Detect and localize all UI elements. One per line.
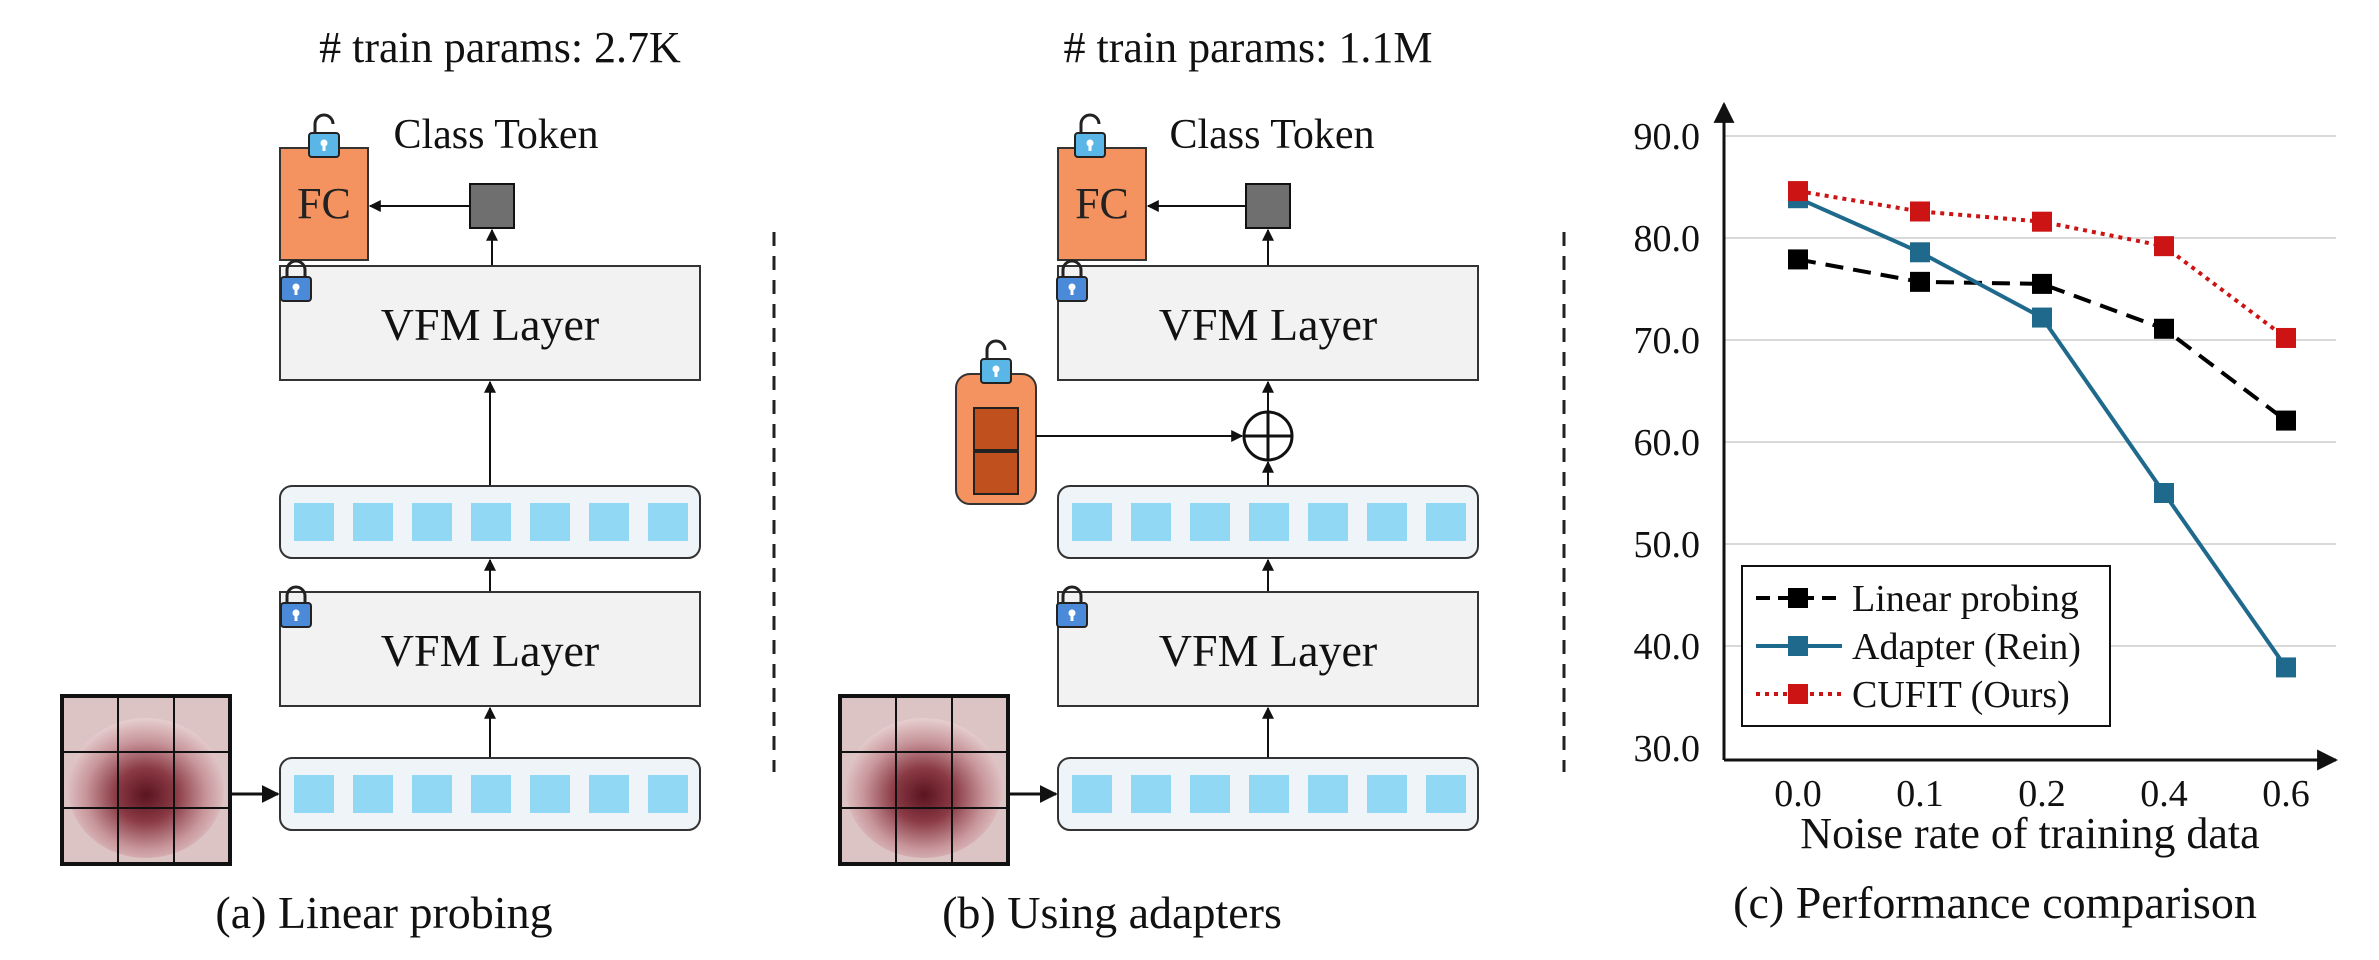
data-point (2032, 307, 2052, 328)
data-point (2032, 211, 2052, 232)
token-square (530, 775, 570, 813)
panel-b-caption: (b) Using adapters (942, 887, 1282, 938)
data-point (2276, 327, 2296, 348)
token-square (589, 503, 629, 541)
data-point (1910, 271, 1930, 292)
token-square (1072, 775, 1112, 813)
token-square (353, 775, 393, 813)
token-square (412, 503, 452, 541)
token-square (1426, 775, 1466, 813)
panel-a-fc-box (279, 147, 369, 261)
token-square (1131, 775, 1171, 813)
panel-a-fc-label: FC (297, 179, 351, 228)
legend-label-adapter: Adapter (Rein) (1852, 626, 2081, 668)
panel-b-vfm-layer-top-label: VFM Layer (1159, 299, 1377, 350)
x-tick-label: 0.6 (2262, 773, 2310, 815)
plus-circle-icon (1242, 410, 1294, 462)
panel-a-class-token-label: Class Token (393, 112, 598, 158)
chart-legend: Linear probing Adapter (Rein) CUFIT (Our… (1741, 565, 2111, 727)
x-tick-labels: 0.0 0.1 0.2 0.4 0.6 (1774, 773, 2310, 815)
legend-label-cufit: CUFIT (Ours) (1852, 674, 2070, 716)
token-square (648, 775, 688, 813)
x-tick-label: 0.2 (2018, 773, 2066, 815)
data-point (2276, 410, 2296, 431)
x-tick-label: 0.0 (1774, 773, 1822, 815)
panel-a-vfm-layer-top (279, 265, 701, 381)
token-square (353, 503, 393, 541)
token-square (1308, 503, 1348, 541)
legend-label-linear: Linear probing (1852, 578, 2079, 620)
panel-b-class-token (1245, 183, 1291, 229)
y-tick-label: 40.0 (1634, 626, 1701, 668)
panel-b-vfm-layer-bottom (1057, 591, 1479, 707)
data-point (1910, 242, 1930, 263)
unlock-icon (307, 113, 341, 159)
token-square (530, 503, 570, 541)
token-square (1308, 775, 1348, 813)
panel-linear-probing: # train params: 2.7K FC Class Token VFM … (60, 23, 701, 938)
panel-a-tokens-lower (294, 775, 688, 813)
panel-b-vfm-layer-top (1057, 265, 1479, 381)
token-square (1367, 775, 1407, 813)
panel-b-fc-label: FC (1075, 179, 1129, 228)
y-tick-label: 90.0 (1634, 116, 1701, 158)
token-square (471, 503, 511, 541)
data-point (2032, 273, 2052, 294)
token-square (589, 775, 629, 813)
y-tick-label: 50.0 (1634, 524, 1701, 566)
panel-using-adapters: # train params: 1.1M FC Class Token VFM … (838, 23, 1479, 938)
panel-b-vfm-layer-bottom-label: VFM Layer (1159, 625, 1377, 676)
y-tick-labels: 30.0 40.0 50.0 60.0 70.0 80.0 90.0 (1634, 116, 1701, 770)
panel-a-caption: (a) Linear probing (215, 887, 552, 938)
skin-lesion-image (60, 694, 232, 866)
token-square (648, 503, 688, 541)
token-square (1249, 503, 1289, 541)
y-tick-label: 80.0 (1634, 218, 1701, 260)
panel-b-params: # train params: 1.1M (1063, 23, 1432, 72)
panel-b-tokens-lower (1072, 775, 1466, 813)
panel-a-params: # train params: 2.7K (319, 23, 681, 72)
panel-a-vfm-layer-bottom (279, 591, 701, 707)
adapter-module (955, 373, 1037, 505)
token-square (1367, 503, 1407, 541)
panel-b-fc-box (1057, 147, 1147, 261)
token-square (1249, 775, 1289, 813)
panel-a-class-token (469, 183, 515, 229)
panel-a-vfm-layer-top-label: VFM Layer (381, 299, 599, 350)
y-tick-label: 60.0 (1634, 422, 1701, 464)
y-tick-label: 30.0 (1634, 728, 1701, 770)
data-point (2154, 236, 2174, 257)
token-square (1131, 503, 1171, 541)
panel-b-class-token-label: Class Token (1169, 112, 1374, 158)
y-tick-label: 70.0 (1634, 320, 1701, 362)
token-square (294, 775, 334, 813)
token-square (412, 775, 452, 813)
x-axis-title: Noise rate of training data (1800, 809, 2259, 858)
skin-lesion-image (838, 694, 1010, 866)
token-square (294, 503, 334, 541)
series-line-0 (1797, 257, 2288, 423)
data-point (1788, 249, 1808, 270)
token-square (471, 775, 511, 813)
chart-series (1788, 181, 2296, 678)
data-point (2154, 483, 2174, 503)
x-tick-label: 0.1 (1896, 773, 1944, 815)
panel-a-vfm-layer-bottom-label: VFM Layer (381, 625, 599, 676)
x-tick-label: 0.4 (2140, 773, 2188, 815)
panel-c-caption: (c) Performance comparison (1733, 877, 2257, 928)
data-point (1910, 201, 1930, 222)
token-square (1190, 775, 1230, 813)
token-square (1072, 503, 1112, 541)
token-square (1426, 503, 1466, 541)
panel-a-tokens-upper (294, 503, 688, 541)
data-point (2154, 318, 2174, 339)
data-point (1788, 181, 1808, 202)
token-square (1190, 503, 1230, 541)
unlock-icon (1073, 113, 1107, 159)
data-point (2276, 657, 2296, 678)
unlock-icon (979, 339, 1013, 385)
panel-b-tokens-upper (1072, 503, 1466, 541)
